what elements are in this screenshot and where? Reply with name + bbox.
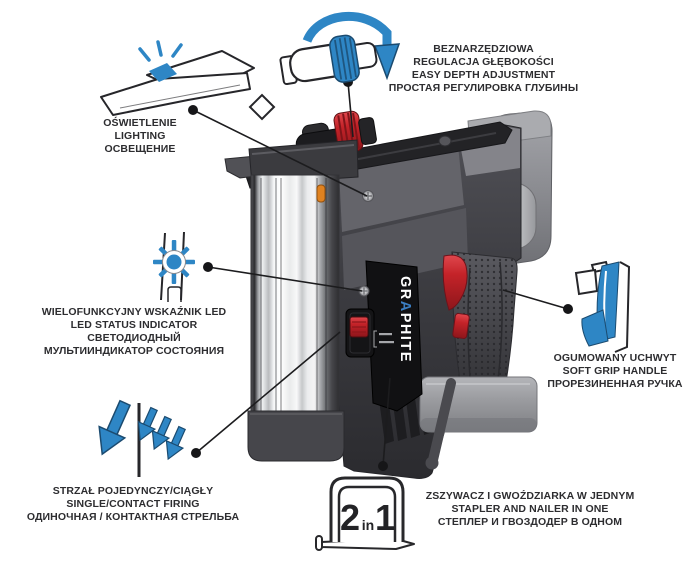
magazine-rail-lines <box>260 178 327 414</box>
callout-line-grip <box>502 289 569 310</box>
trigger-lock <box>452 313 470 339</box>
callout-line-firing <box>195 331 341 454</box>
staple-glyph <box>329 476 405 542</box>
label-lighting: OŚWIETLENIE LIGHTING ОСВЕЩЕНИЕ <box>103 117 177 155</box>
label-soft-grip: OGUMOWANY UCHWYT SOFT GRIP HANDLE ПРОРЕЗ… <box>547 352 683 390</box>
badge-in: in <box>362 517 374 533</box>
label-depth-adjustment: BEZNARZĘDZIOWA REGULACJA GŁĘBOKOŚCI EASY… <box>388 43 579 94</box>
lighting-led <box>149 63 177 82</box>
brand-plate <box>365 260 423 412</box>
callout-dot-grip <box>563 304 573 314</box>
trigger <box>442 254 468 311</box>
callout-line-two-in-one <box>382 377 391 467</box>
callout-dot-led <box>203 262 213 272</box>
led-indicator-icon <box>153 231 195 302</box>
product-image: GRAPHITE <box>224 110 553 479</box>
badge-1: 1 <box>375 497 395 538</box>
label-firing-mode: STRZAŁ POJEDYNCZY/CIĄGŁY SINGLE/CONTACT … <box>26 485 240 523</box>
lighting-icon <box>100 40 276 121</box>
magazine-foot <box>247 410 345 462</box>
callout-line-lighting <box>192 109 368 197</box>
grip-blue-lower <box>581 309 609 347</box>
magazine-rail <box>250 174 340 418</box>
deck-port <box>438 135 452 147</box>
callout-line-depth <box>347 81 354 138</box>
callout-line-led <box>207 266 363 292</box>
orange-indicator <box>316 184 326 203</box>
screw-upper <box>362 190 374 202</box>
firing-mode-icon <box>98 399 186 477</box>
led-dot <box>166 254 182 270</box>
brand-logo: GRAPHITE <box>397 276 413 363</box>
belt-hook <box>428 378 456 465</box>
belt-hook-knob <box>425 456 439 470</box>
label-two-in-one: ZSZYWACZ I GWOŹDZIARKA W JEDNYM STAPLER … <box>425 490 635 528</box>
magazine-cap-highlight <box>251 144 355 155</box>
callout-lines <box>192 81 569 467</box>
two-in-one-icon: 2 in 1 <box>315 476 415 551</box>
depth-adjust-icon <box>279 11 401 86</box>
badge-2: 2 <box>340 497 360 538</box>
screw-lower <box>358 285 370 297</box>
firing-selector-switch <box>345 308 394 358</box>
callout-dot-firing <box>191 448 201 458</box>
soft-grip-icon <box>574 260 631 353</box>
callout-dot-lighting <box>188 105 198 115</box>
handle-ridge-right <box>497 261 503 381</box>
base-shadow <box>420 418 537 432</box>
callout-dot-two-in-one <box>378 461 388 471</box>
selector-label-bracket <box>373 330 377 348</box>
label-led-indicator: WIELOFUNKCYJNY WSKAŹNIK LED LED STATUS I… <box>41 306 227 357</box>
